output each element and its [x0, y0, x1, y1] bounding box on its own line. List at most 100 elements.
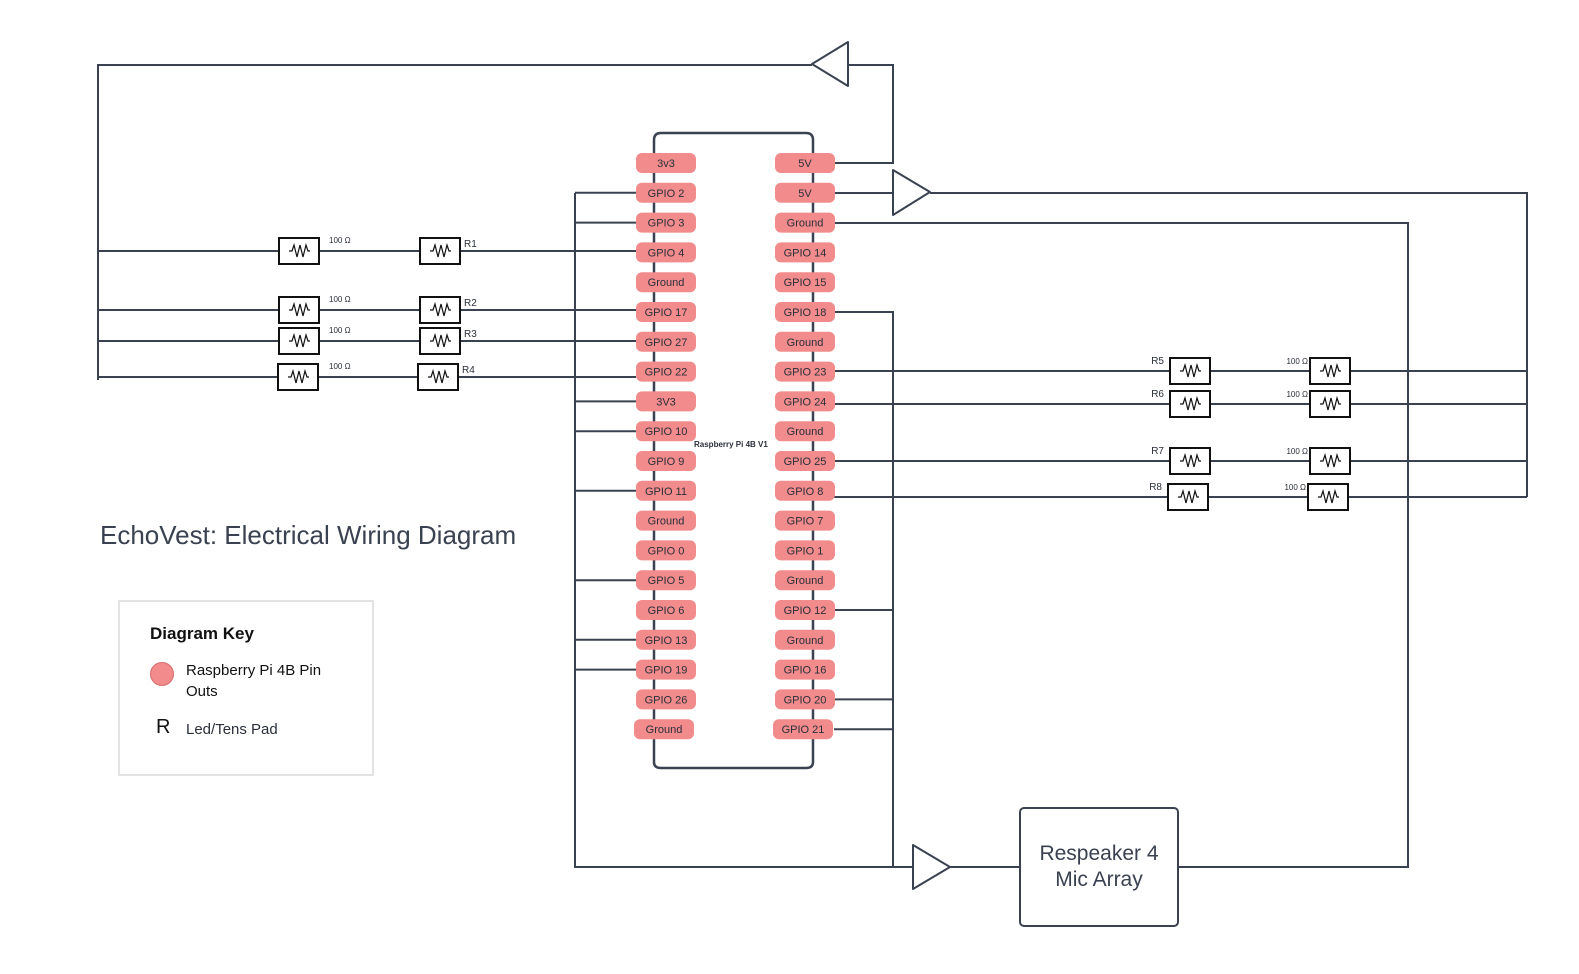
pin-label: GPIO 2 — [648, 188, 685, 200]
buffer-respeaker-icon — [912, 844, 951, 890]
pin-label: Ground — [787, 575, 824, 587]
resistor-value-label: 100 Ω — [1286, 390, 1308, 399]
pin-label: GPIO 3 — [648, 218, 685, 230]
resistor-left-pad — [419, 327, 461, 355]
pin-label: GPIO 11 — [645, 486, 687, 498]
pi-board-outline — [652, 131, 815, 770]
page-title: EchoVest: Electrical Wiring Diagram — [100, 520, 517, 550]
key-r-label: Led/Tens Pad — [186, 721, 278, 738]
pin-right-gpio-12 — [775, 600, 835, 620]
resistor-right-pad — [1169, 390, 1211, 418]
pin-label: GPIO 1 — [787, 545, 824, 557]
pin-left-ground — [636, 272, 696, 293]
pin-right-gpio-18 — [775, 302, 835, 322]
pin-label: GPIO 23 — [784, 367, 827, 379]
wire-5v-buffer — [834, 64, 894, 164]
pin-right-gpio-16 — [775, 659, 835, 680]
resistor-zigzag-icon — [1320, 395, 1341, 411]
pin-left-gpio-5 — [636, 570, 696, 591]
pin-right-gpio-14 — [775, 242, 835, 263]
pin-right-gpio-1 — [775, 540, 835, 561]
pin-label: Ground — [648, 516, 685, 528]
pin-right-5v — [775, 153, 835, 173]
pin-label: GPIO 20 — [784, 694, 827, 706]
pin-label: GPIO 21 — [782, 724, 825, 736]
pin-right-ground — [775, 629, 835, 650]
pin-left-gpio-6 — [636, 600, 696, 620]
resistor-zigzag-icon — [430, 332, 451, 348]
wires — [97, 64, 1528, 868]
pin-label: GPIO 4 — [648, 247, 685, 259]
pin-left-gpio-27 — [636, 331, 696, 352]
pin-left-gpio-11 — [636, 480, 696, 501]
wire-left-bus — [574, 193, 913, 868]
pin-right-gpio-8 — [775, 480, 835, 501]
pad-label-r2: R2 — [464, 298, 477, 309]
pad-label-r7: R7 — [1151, 446, 1164, 457]
pin-label: GPIO 14 — [784, 247, 827, 259]
pin-left-gpio-2 — [636, 182, 696, 203]
pin-label: GPIO 5 — [648, 575, 685, 587]
resistor-value-label: 100 Ω — [1284, 483, 1306, 492]
key-title: Diagram Key — [150, 624, 254, 643]
pin-label: Ground — [787, 218, 824, 230]
pin-label: GPIO 26 — [645, 694, 688, 706]
pin-label: Ground — [648, 277, 685, 289]
pin-label: 5V — [798, 158, 812, 170]
respeaker-mic-array: Respeaker 4 Mic Array — [1019, 807, 1179, 927]
pin-label: GPIO 16 — [784, 665, 827, 677]
pin-left-gpio-3 — [636, 212, 696, 233]
resistor-value-label: 100 Ω — [329, 295, 351, 304]
pin-left-gpio-9 — [636, 451, 696, 471]
pin-label: 3V3 — [656, 396, 676, 408]
resistor-zigzag-icon — [289, 242, 310, 258]
wire-right-rail — [930, 192, 1528, 497]
buffer-top-icon — [811, 41, 849, 87]
pin-right-5v — [775, 182, 835, 203]
resistor-value-label: 100 Ω — [329, 362, 351, 371]
pin-label: 5V — [798, 188, 812, 200]
wire-right-bus — [834, 311, 894, 867]
pin-label: 3v3 — [657, 158, 675, 170]
pin-right-gpio-23 — [775, 361, 835, 382]
resistor-zigzag-icon — [1180, 452, 1201, 468]
pin-label: GPIO 17 — [645, 307, 688, 319]
pin-label: GPIO 9 — [648, 456, 685, 468]
pin-label: GPIO 18 — [784, 307, 827, 319]
pin-label: Ground — [787, 426, 824, 438]
resistor-left-ohm — [277, 363, 319, 391]
board-label: Raspberry Pi 4B V1 — [694, 440, 768, 449]
resistor-zigzag-icon — [1180, 362, 1201, 378]
pin-left-3v3 — [636, 391, 696, 412]
pad-label-r8: R8 — [1149, 482, 1162, 493]
respeaker-label: Respeaker 4 Mic Array — [1039, 842, 1159, 891]
pin-right-gpio-24 — [775, 391, 835, 412]
diagram-key: Diagram Key Raspberry Pi 4B Pin Outs R L… — [118, 600, 374, 776]
pad-label-r1: R1 — [464, 239, 477, 250]
key-pin-label: Raspberry Pi 4B Pin Outs — [186, 662, 322, 700]
pin-left-gpio-19 — [636, 659, 696, 680]
pad-label-r3: R3 — [464, 329, 477, 340]
resistor-zigzag-icon — [430, 242, 451, 258]
pin-label: Ground — [646, 724, 683, 736]
pin-left-ground — [634, 719, 694, 740]
pin-label: GPIO 8 — [787, 486, 824, 498]
pin-right-gpio-7 — [775, 510, 835, 531]
pin-label: GPIO 22 — [645, 367, 688, 379]
pin-right-ground — [775, 212, 835, 233]
pin-swatch-icon — [150, 662, 174, 686]
pin-right-ground — [775, 331, 835, 352]
pin-left-gpio-0 — [636, 540, 696, 561]
pin-label: GPIO 0 — [648, 545, 685, 557]
pin-right-ground — [775, 421, 835, 442]
pin-label: GPIO 27 — [645, 337, 688, 349]
resistor-zigzag-icon — [288, 368, 309, 384]
pin-left-gpio-10 — [636, 421, 696, 442]
resistor-zigzag-icon — [289, 301, 310, 317]
pad-label-r5: R5 — [1151, 356, 1164, 367]
resistor-zigzag-icon — [1178, 488, 1199, 504]
resistor-value-label: 100 Ω — [329, 326, 351, 335]
